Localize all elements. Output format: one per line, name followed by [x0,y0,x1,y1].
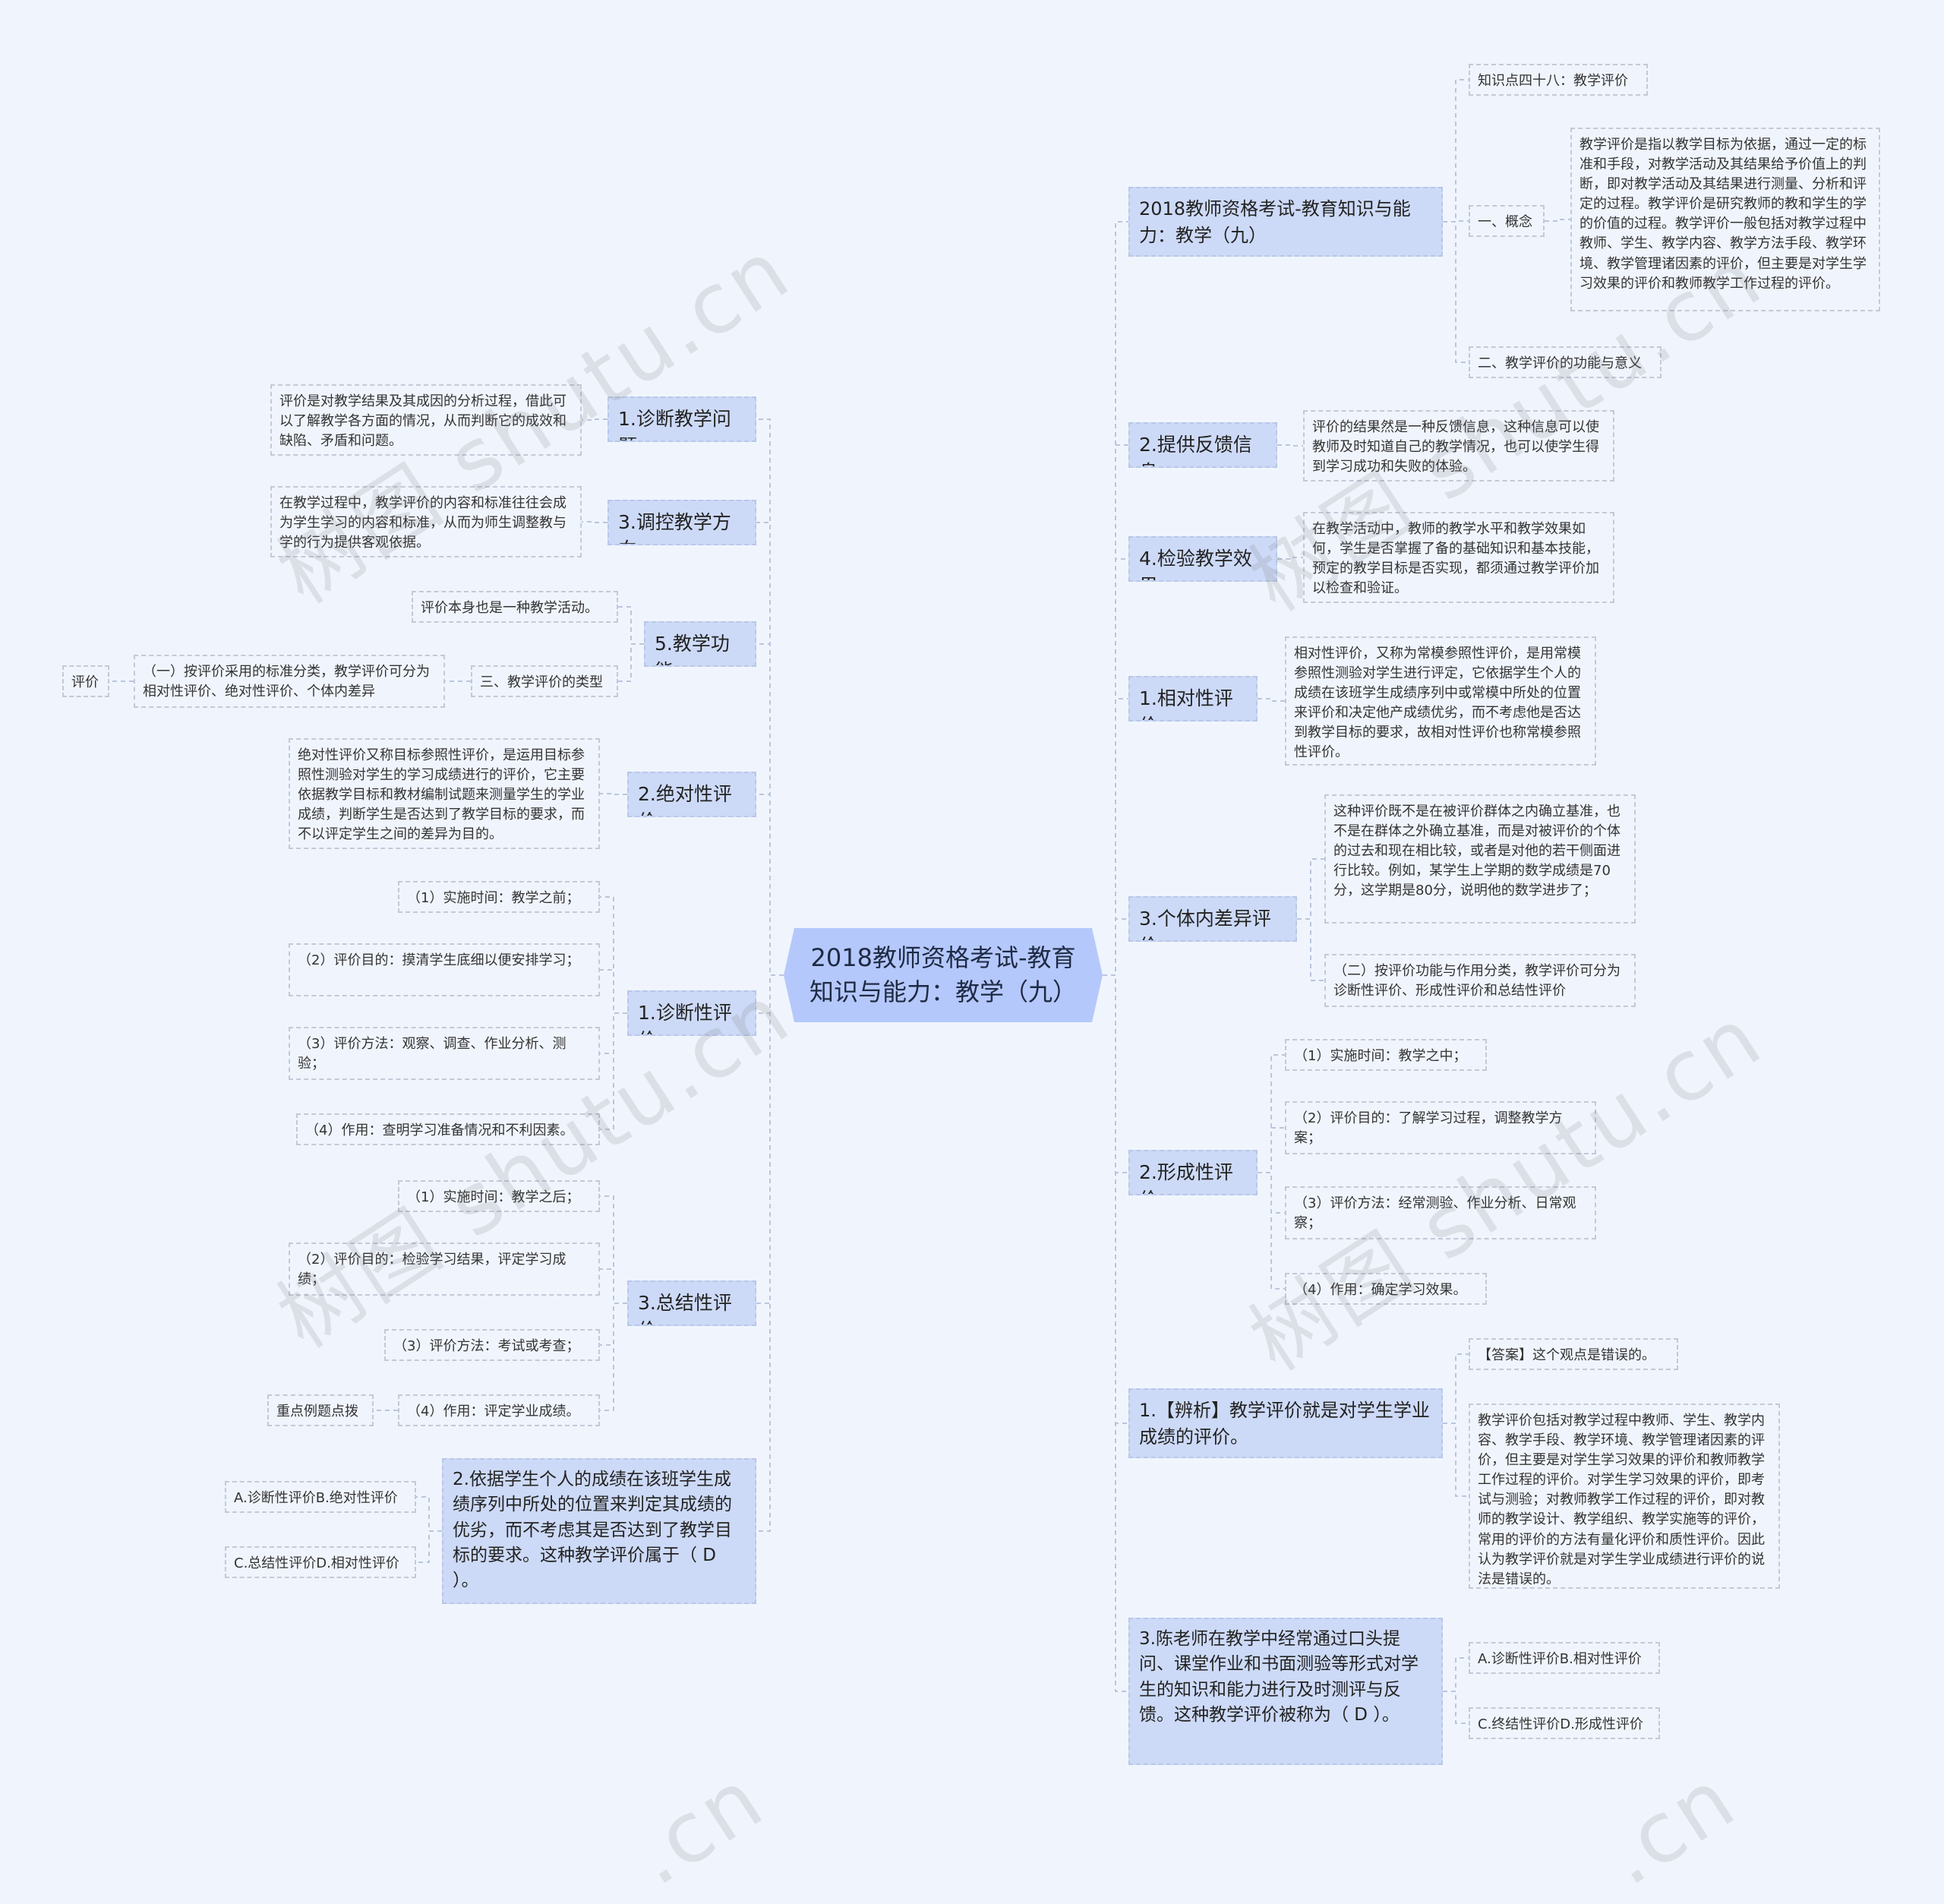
leaf-formative-goal[interactable]: （2）评价目的：了解学习过程，调整教学方案； [1285,1101,1596,1154]
option-cd-right[interactable]: C.终结性评价D.形成性评价 [1469,1707,1660,1739]
branch-check-effect[interactable]: 4.检验教学效果 [1128,536,1277,582]
connector-line [1545,219,1570,222]
option-ab-left[interactable]: A.诊断性评价B.绝对性评价 [225,1481,416,1513]
connector-line [1277,444,1303,447]
connector-line [1443,221,1469,363]
connector-line [1103,698,1128,976]
branch-summative-evaluation[interactable]: 3.总结性评价 [627,1280,756,1326]
connector-line [756,418,784,976]
leaf-check-effect-desc[interactable]: 在教学活动中，教师的教学水平和教学效果如何，学生是否掌握了备的基础知识和基本技能… [1303,512,1614,603]
branch-regulate-direction[interactable]: 3.调控教学方向 [608,500,756,545]
leaf-diagnose-problems-desc[interactable]: 评价是对教学结果及其成因的分析过程，借此可以了解教学各方面的情况，从而判断它的成… [270,384,582,456]
branch-question-analysis[interactable]: 1.【辨析】教学评价就是对学生学业成绩的评价。 [1128,1388,1443,1458]
leaf-formative-method[interactable]: （3）评价方法：经常测验、作业分析、日常观察； [1285,1186,1596,1239]
connector-line [1443,1691,1469,1724]
leaf-answer[interactable]: 【答案】这个观点是错误的。 [1469,1338,1678,1370]
leaf-types-by-standard[interactable]: （一）按评价采用的标准分类，教学评价可分为相对性评价、绝对性评价、个体内差异 [134,655,445,708]
connector-line [1258,698,1285,702]
leaf-key-example[interactable]: 重点例题点拨 [267,1394,374,1426]
branch-absolute-evaluation[interactable]: 2.绝对性评价 [627,772,756,817]
leaf-feedback-desc[interactable]: 评价的结果然是一种反馈信息，这种信息可以使教师及时知道自己的教学情况，也可以使学… [1303,410,1614,482]
option-ab-right[interactable]: A.诊断性评价B.相对性评价 [1469,1642,1660,1674]
connector-line [1258,1127,1285,1173]
connector-line [1297,918,1324,981]
connector-line [1277,557,1303,560]
connector-line [600,1268,627,1304]
leaf-evaluation-word[interactable]: 评价 [62,665,109,697]
branch-relative-evaluation[interactable]: 1.相对性评价 [1128,676,1258,721]
leaf-concept-desc[interactable]: 教学评价是指以教学目标为依据，通过一定的标准和手段，对教学活动及其结果给予价值上… [1570,128,1880,311]
connector-line [1443,1422,1469,1497]
mind-map-canvas: 2018教师资格考试-教育知识与能力：教学（九） 1.诊断教学问题 评价是对教学… [62,64,1880,1904]
connector-line [600,1012,627,1130]
leaf-formative-time[interactable]: （1）实施时间：教学之中； [1285,1039,1487,1071]
connector-line [600,969,627,1014]
connector-line [756,522,784,976]
leaf-types-by-function[interactable]: （二）按评价功能与作用分类，教学评价可分为诊断性评价、形成性评价和总结性评价 [1324,954,1636,1007]
connector-line [1258,1172,1285,1290]
connector-line [1443,1353,1469,1424]
leaf-diagnostic-time[interactable]: （1）实施时间：教学之前； [398,881,600,913]
connector-line [600,896,627,1014]
connector-line [1443,1657,1469,1692]
leaf-absolute-evaluation-desc[interactable]: 绝对性评价又称目标参照性评价，是运用目标参照性测验对学生的学习成绩进行的评价，它… [289,738,600,849]
branch-diagnose-problems[interactable]: 1.诊断教学问题 [608,396,756,442]
leaf-summative-role[interactable]: （4）作用：评定学业成绩。 [398,1394,600,1426]
leaf-diagnostic-method[interactable]: （3）评价方法：观察、调查、作业分析、测验； [289,1027,600,1080]
leaf-knowledge-point[interactable]: 知识点四十八：教学评价 [1469,64,1648,96]
connector-line [618,643,644,682]
branch-diagnostic-evaluation[interactable]: 1.诊断性评价 [627,990,756,1036]
leaf-diagnostic-goal[interactable]: （2）评价目的：摸清学生底细以便安排学习； [289,943,600,996]
connector-line [1103,974,1128,1692]
leaf-concept[interactable]: 一、概念 [1469,205,1545,237]
connector-line [416,1530,442,1563]
leaf-evaluation-is-activity[interactable]: 评价本身也是一种教学活动。 [412,591,618,623]
connector-line [1443,79,1469,223]
connector-line [756,794,784,976]
leaf-summative-goal[interactable]: （2）评价目的：检验学习结果，评定学习成绩； [289,1242,600,1296]
leaf-individual-difference-desc[interactable]: 这种评价既不是在被评价群体之内确立基准，也不是在群体之外确立基准，而是对被评价的… [1324,794,1636,924]
connector-line [756,974,784,1014]
leaf-evaluation-types[interactable]: 三、教学评价的类型 [471,665,618,697]
branch-formative-evaluation[interactable]: 2.形成性评价 [1128,1150,1258,1195]
leaf-answer-explanation[interactable]: 教学评价包括对教学过程中教师、学生、教学内容、教学手段、教学环境、教学管理诸因素… [1469,1404,1780,1589]
leaf-summative-time[interactable]: （1）实施时间：教学之后； [398,1180,600,1212]
connector-line [756,974,784,1532]
branch-question-relative[interactable]: 2.依据学生个人的成绩在该班学生成绩序列中所处的位置来判定其成绩的优劣，而不考虑… [442,1458,756,1604]
connector-line [1103,918,1128,976]
connector-line [600,1195,627,1304]
branch-teaching-function[interactable]: 5.教学功能 [644,621,756,667]
connector-line [600,1302,627,1411]
branch-feedback[interactable]: 2.提供反馈信息 [1128,422,1277,468]
connector-line [1297,858,1324,920]
connector-line [582,521,608,523]
connector-line [582,418,608,421]
connector-line [416,1496,442,1532]
connector-line [1258,1054,1285,1173]
leaf-function-meaning[interactable]: 二、教学评价的功能与意义 [1469,346,1662,378]
leaf-diagnostic-role[interactable]: （4）作用：查明学习准备情况和不利因素。 [296,1113,600,1145]
connector-line [1103,221,1128,976]
leaf-formative-role[interactable]: （4）作用：确定学习效果。 [1285,1273,1487,1305]
branch-question-formative[interactable]: 3.陈老师在教学中经常通过口头提问、课堂作业和书面测验等形式对学生的知识和能力进… [1128,1618,1443,1765]
leaf-regulate-direction-desc[interactable]: 在教学过程中，教学评价的内容和标准往往会成为学生学习的内容和标准，从而为师生调整… [270,486,582,557]
connector-line [618,606,644,645]
leaf-relative-evaluation-desc[interactable]: 相对性评价，又称为常模参照性评价，是用常模参照性测验对学生进行评定，它依据学生个… [1285,636,1596,766]
connector-lines [109,79,1570,1724]
leaf-summative-method[interactable]: （3）评价方法：考试或考查； [384,1329,600,1361]
branch-topic-title[interactable]: 2018教师资格考试-教育知识与能力：教学（九） [1128,187,1443,257]
option-cd-left[interactable]: C.总结性评价D.相对性评价 [225,1546,416,1578]
central-topic[interactable]: 2018教师资格考试-教育知识与能力：教学（九） [784,928,1103,1022]
